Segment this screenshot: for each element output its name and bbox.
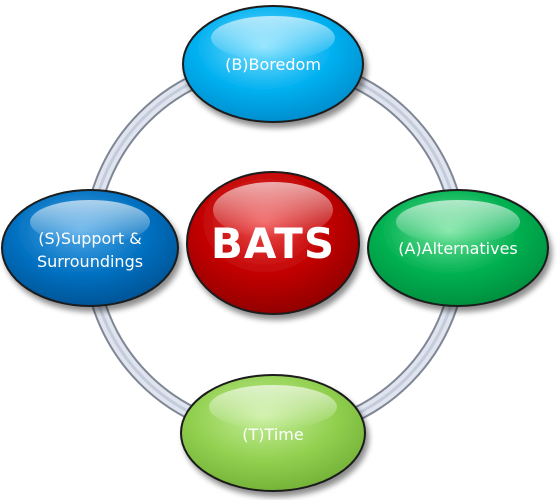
node-alternatives: (A)Alternatives bbox=[367, 189, 549, 307]
support-label-line1: (S)Support & bbox=[38, 229, 141, 248]
alternatives-label: (A)Alternatives bbox=[398, 239, 518, 258]
node-boredom: (B)Boredom bbox=[182, 5, 364, 123]
time-label: (T)Time bbox=[242, 425, 303, 444]
node-time: (T)Time bbox=[180, 374, 366, 492]
node-support-surroundings: (S)Support & Surroundings bbox=[1, 189, 179, 307]
center-title: BATS bbox=[211, 219, 335, 268]
boredom-label: (B)Boredom bbox=[225, 55, 321, 74]
support-label-line2: Surroundings bbox=[37, 252, 143, 271]
center-node-bats: BATS bbox=[186, 171, 360, 315]
